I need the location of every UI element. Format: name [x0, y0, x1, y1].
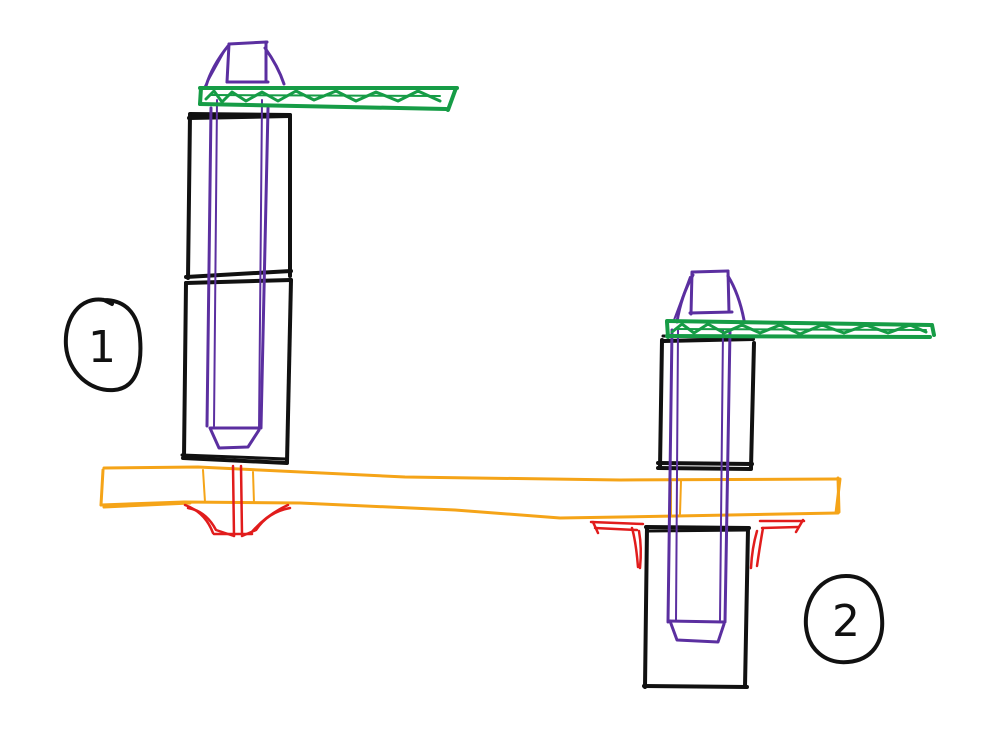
bulge-2	[589, 518, 806, 570]
bit-holder-2	[642, 334, 756, 689]
wrench-2	[665, 319, 936, 339]
board	[99, 465, 842, 520]
label-two-number: 2	[832, 596, 860, 647]
circle-outline	[803, 574, 885, 665]
label-one-number: 1	[88, 322, 116, 373]
screw-2	[666, 269, 746, 644]
bulge-1	[183, 464, 292, 538]
wrench-1	[198, 86, 459, 112]
circle-outline	[63, 297, 143, 393]
screw-1	[203, 40, 286, 450]
bit-holder-1	[180, 112, 293, 465]
label-one: 1	[63, 297, 143, 393]
label-two: 2	[803, 574, 885, 665]
